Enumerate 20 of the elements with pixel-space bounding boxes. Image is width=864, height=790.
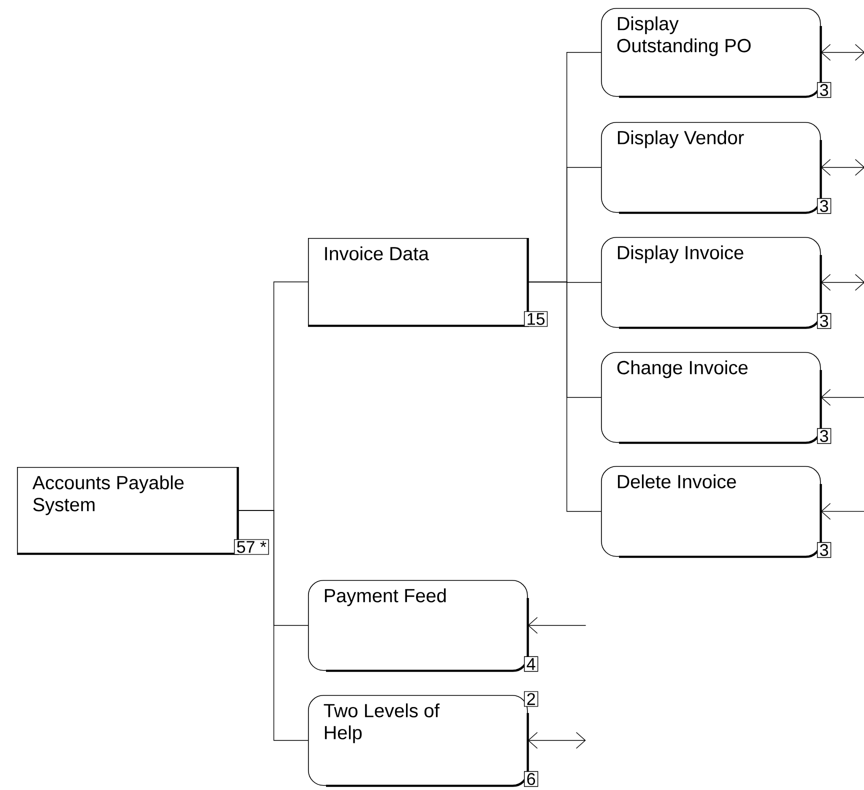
connector-line xyxy=(237,510,308,741)
arrow xyxy=(820,159,864,176)
connector-line xyxy=(527,282,602,512)
arrow xyxy=(820,44,864,61)
count-badge: 15 xyxy=(524,311,548,327)
count-badge: 3 xyxy=(817,542,832,558)
count-badge: 4 xyxy=(524,656,538,672)
count-badge: 3 xyxy=(817,82,832,98)
arrow xyxy=(820,389,864,406)
arrow xyxy=(528,617,586,634)
arrow xyxy=(820,274,864,291)
process-box: Invoice Data xyxy=(308,238,529,327)
count-badge: 6 xyxy=(524,771,538,787)
arrow xyxy=(528,732,586,749)
count-badge: 3 xyxy=(817,313,832,329)
count-badge: 3 xyxy=(817,198,832,214)
arrow xyxy=(820,503,864,520)
count-badge: 57 * xyxy=(234,539,269,555)
count-badge: 2 xyxy=(524,691,538,707)
count-badge: 3 xyxy=(817,428,832,444)
